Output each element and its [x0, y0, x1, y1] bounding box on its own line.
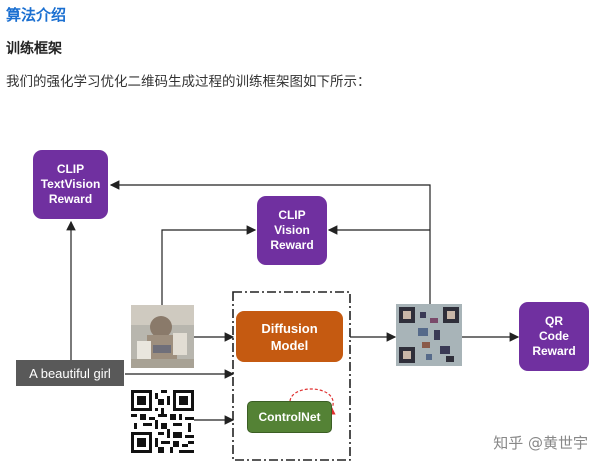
generated-qr-art-image — [396, 304, 462, 366]
watermark: 知乎 @黄世宇 — [493, 434, 588, 452]
diffusion-model-box: Diffusion Model — [236, 311, 343, 362]
subsection-title: 训练框架 — [6, 41, 62, 57]
qr-code-reward-box: QR Code Reward — [519, 302, 589, 371]
reference-image — [131, 305, 194, 368]
arrow-reference-to-clip-vision — [161, 225, 257, 305]
prompt-box: A beautiful girl — [16, 360, 124, 386]
model-block-border — [232, 291, 351, 461]
intro-paragraph: 我们的强化学习优化二维码生成过程的训练框架图如下所示： — [6, 74, 371, 90]
clip-textvision-reward-box: CLIP TextVision Reward — [33, 150, 108, 219]
arrow-output-to-clip-textvision — [109, 180, 431, 304]
section-title: 算法介绍 — [6, 6, 67, 24]
clip-vision-reward-box: CLIP Vision Reward — [257, 196, 327, 265]
qr-code-image — [131, 390, 194, 453]
controlnet-box: ControlNet — [247, 401, 332, 433]
